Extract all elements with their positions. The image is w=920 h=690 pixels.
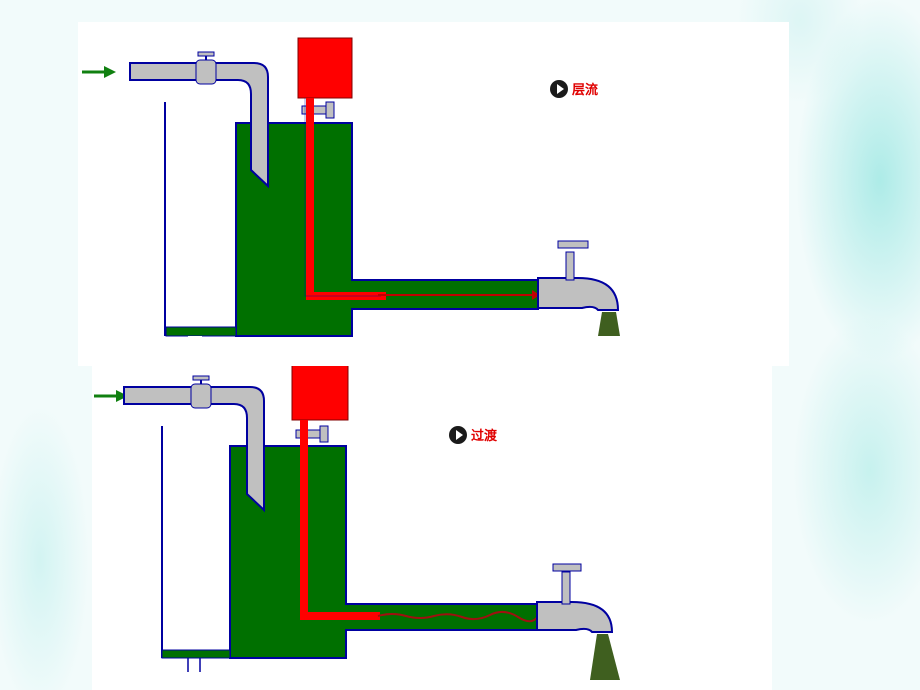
dye-tube — [300, 420, 380, 620]
laminar-flow-panel: 层流 — [78, 22, 789, 366]
transitional-flow-panel: 过渡 — [92, 366, 772, 690]
transitional-play-button[interactable]: 过渡 — [449, 425, 497, 444]
dye-reservoir — [291, 366, 349, 421]
faucet-icon — [536, 563, 614, 633]
laminar-button-label: 层流 — [572, 83, 599, 98]
inlet-valve-icon — [190, 375, 212, 409]
transitional-dye-streak — [377, 611, 539, 623]
inlet-pipe — [129, 62, 269, 189]
inlet-valve-icon — [195, 51, 217, 85]
laminar-apparatus-diagram — [82, 37, 620, 344]
outflow-stream — [598, 312, 620, 336]
play-icon — [449, 425, 467, 444]
transitional-button-label: 过渡 — [471, 429, 498, 444]
inlet-pipe — [123, 386, 265, 513]
inlet-arrow-icon — [82, 66, 116, 78]
dye-tube — [306, 98, 386, 300]
inlet-arrow-icon — [94, 390, 128, 402]
water-tank — [229, 445, 538, 659]
dye-reservoir — [297, 37, 353, 99]
laminar-play-button[interactable]: 层流 — [550, 79, 598, 98]
outflow-stream — [590, 634, 620, 680]
play-icon — [550, 79, 568, 98]
faucet-icon — [537, 240, 620, 311]
transitional-apparatus-diagram — [94, 366, 620, 680]
water-tank — [235, 122, 539, 337]
